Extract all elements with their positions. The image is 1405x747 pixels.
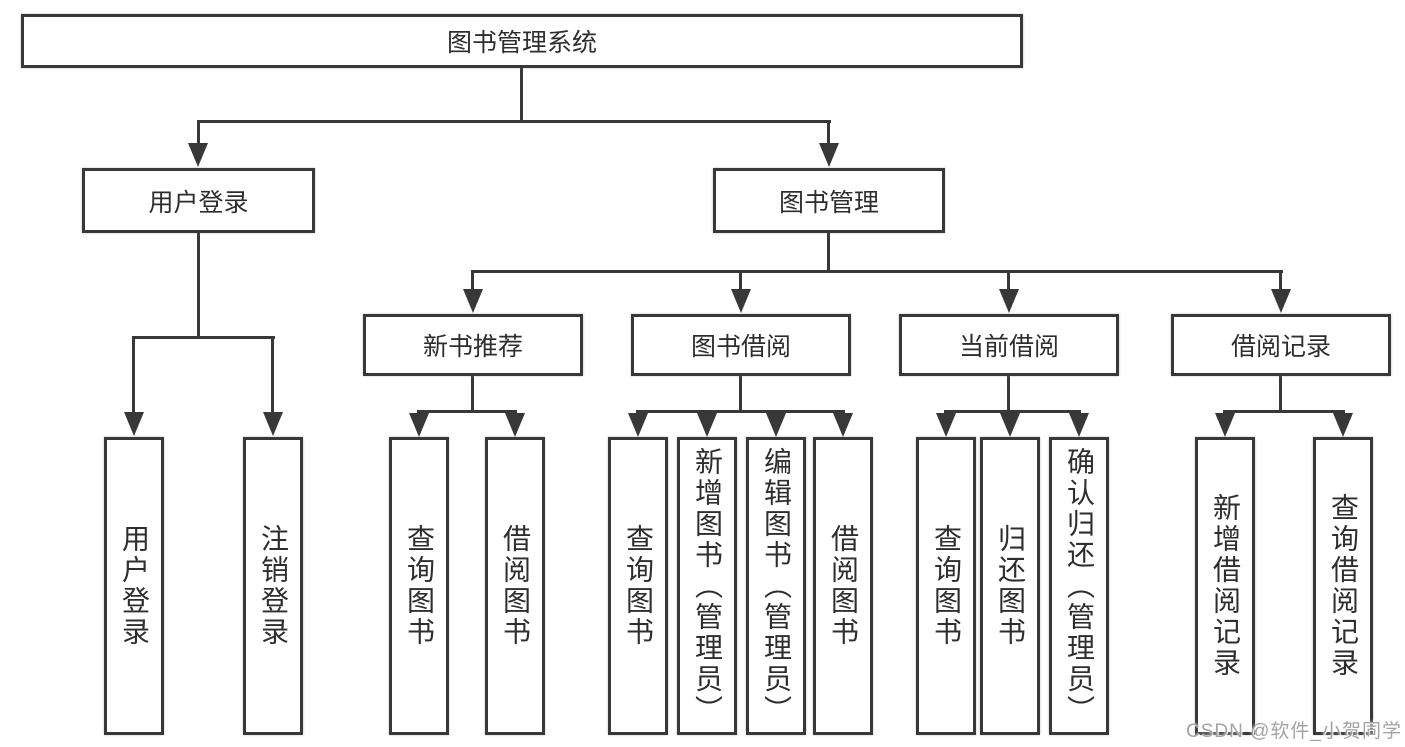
connector-hline — [197, 120, 831, 123]
leaf-query-books-current: 查询图书 — [916, 437, 976, 735]
node-current-borrow: 当前借阅 — [899, 314, 1119, 376]
connector-hline — [471, 270, 1283, 273]
node-user-login: 用户登录 — [82, 168, 315, 233]
node-library-system: 图书管理系统 — [21, 14, 1023, 68]
connector-vline — [1279, 376, 1282, 410]
connector-vline — [271, 336, 274, 414]
connector-vline — [471, 376, 474, 410]
arrowhead-down-icon — [188, 143, 208, 167]
connector-vline — [197, 120, 200, 146]
arrowhead-down-icon — [409, 413, 429, 437]
leaf-borrow-books-recommend: 借阅图书 — [485, 437, 545, 735]
arrowhead-down-icon — [766, 413, 786, 437]
leaf-query-borrow-record: 查询借阅记录 — [1313, 437, 1373, 735]
arrowhead-down-icon — [1000, 413, 1020, 437]
leaf-user-login: 用户登录 — [104, 437, 164, 735]
arrowhead-down-icon — [1069, 413, 1089, 437]
connector-vline — [197, 233, 200, 336]
connector-vline — [827, 233, 830, 270]
leaf-confirm-return-admin: 确认归还（管理员） — [1049, 437, 1109, 735]
node-new-book-recommend: 新书推荐 — [363, 314, 583, 376]
arrowhead-down-icon — [936, 413, 956, 437]
connector-vline — [739, 270, 742, 292]
arrowhead-down-icon — [263, 412, 283, 436]
arrowhead-down-icon — [463, 289, 483, 313]
arrowhead-down-icon — [124, 412, 144, 436]
arrowhead-down-icon — [999, 289, 1019, 313]
connector-vline — [1279, 270, 1282, 292]
connector-hline — [1223, 410, 1345, 413]
leaf-query-books-recommend: 查询图书 — [389, 437, 449, 735]
connector-hline — [944, 410, 1081, 413]
connector-vline — [1007, 270, 1010, 292]
leaf-return-book: 归还图书 — [980, 437, 1040, 735]
node-book-management: 图书管理 — [713, 168, 945, 233]
connector-hline — [132, 336, 275, 339]
leaf-add-borrow-record: 新增借阅记录 — [1195, 437, 1255, 735]
connector-vline — [132, 336, 135, 414]
arrowhead-down-icon — [819, 143, 839, 167]
connector-hline — [417, 410, 517, 413]
leaf-logout: 注销登录 — [243, 437, 303, 735]
connector-vline — [827, 120, 830, 146]
leaf-query-books-borrow: 查询图书 — [608, 437, 668, 735]
leaf-add-book-admin: 新增图书（管理员） — [677, 437, 737, 735]
arrowhead-down-icon — [1215, 413, 1235, 437]
arrowhead-down-icon — [1271, 289, 1291, 313]
arrowhead-down-icon — [833, 413, 853, 437]
leaf-borrow-books: 借阅图书 — [813, 437, 873, 735]
node-borrow-records: 借阅记录 — [1171, 314, 1391, 376]
arrowhead-down-icon — [697, 413, 717, 437]
node-book-borrow: 图书借阅 — [631, 314, 851, 376]
arrowhead-down-icon — [731, 289, 751, 313]
connector-vline — [520, 68, 523, 120]
arrowhead-down-icon — [505, 413, 525, 437]
connector-vline — [471, 270, 474, 292]
arrowhead-down-icon — [1333, 413, 1353, 437]
connector-hline — [636, 410, 845, 413]
watermark: CSDN @软件_小贺同学 — [1186, 721, 1402, 742]
connector-vline — [739, 376, 742, 410]
leaf-edit-book-admin: 编辑图书（管理员） — [746, 437, 806, 735]
connector-vline — [1007, 376, 1010, 410]
arrowhead-down-icon — [628, 413, 648, 437]
